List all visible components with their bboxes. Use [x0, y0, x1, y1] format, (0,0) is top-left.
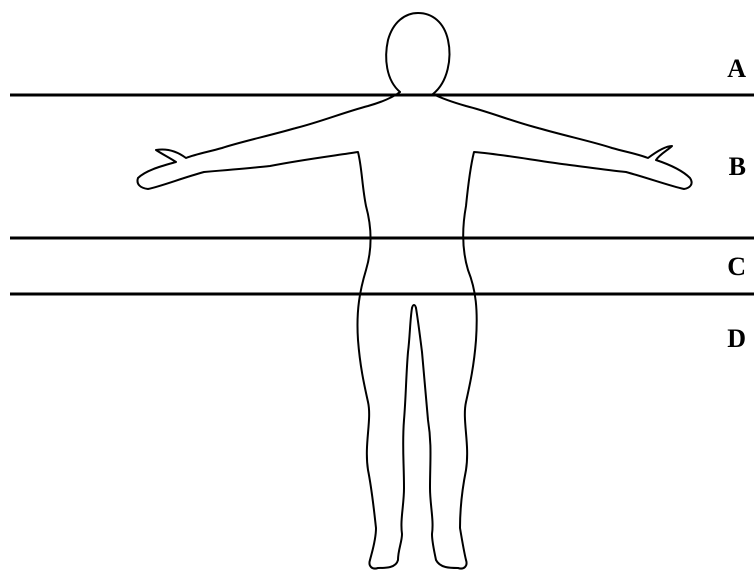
region-label-a: A	[727, 56, 746, 82]
region-label-b: B	[729, 154, 746, 180]
crotch-outline	[412, 305, 416, 308]
region-label-d: D	[727, 326, 746, 352]
left-body-outline	[137, 92, 412, 569]
right-body-outline	[416, 94, 692, 569]
region-label-c: C	[727, 254, 746, 280]
head-outline	[386, 13, 449, 94]
